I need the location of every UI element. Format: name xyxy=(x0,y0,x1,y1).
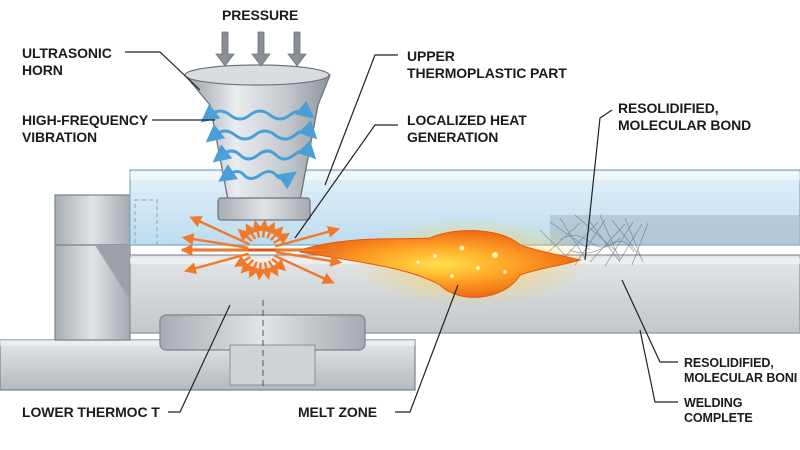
label-ultrasonic-horn: ULTRASONIC HORN xyxy=(22,45,112,78)
radial-arrow-icon xyxy=(267,260,279,277)
melt-zone xyxy=(299,217,590,307)
radial-arrow-icon xyxy=(183,252,249,275)
label-upper-thermoplastic-part: UPPER THERMOPLASTIC PART xyxy=(407,48,567,81)
lower-anvil xyxy=(159,300,366,390)
wavy-double-arrow-icon xyxy=(200,100,315,123)
label-high-frequency-vibration: HIGH-FREQUENCY VIBRATION xyxy=(22,112,149,145)
down-arrow-icon xyxy=(251,31,271,67)
radial-arrow-icon xyxy=(260,262,273,280)
radial-arrow-icon xyxy=(251,220,264,238)
leader-lines xyxy=(125,51,678,413)
radial-arrow-icon xyxy=(254,262,267,281)
radial-arrow-icon xyxy=(257,219,270,238)
radial-arrow-icon xyxy=(275,225,341,248)
radial-arrow-icon xyxy=(245,223,257,240)
wavy-double-arrow-icon xyxy=(212,140,317,163)
wavy-double-arrow-icon xyxy=(218,164,297,190)
label-melt-zone: MELT ZONE xyxy=(298,404,377,420)
down-arrow-icon xyxy=(215,31,235,67)
heat-arrows xyxy=(180,216,344,284)
radial-arrow-icon xyxy=(240,258,255,274)
radial-arrow-icon xyxy=(269,226,284,242)
radial-arrow-icon xyxy=(275,251,343,267)
label-resolidified-bond-top: RESOLIDIFIED, MOLECULAR BOND xyxy=(618,100,752,133)
radial-arrow-icon xyxy=(234,255,252,267)
wavy-double-arrow-icon xyxy=(205,120,318,143)
anvil-fixture xyxy=(54,194,131,341)
radial-arrow-icon xyxy=(272,233,290,245)
label-lower-part: LOWER THERMOC T xyxy=(22,404,160,420)
label-pressure: PRESSURE xyxy=(222,7,299,23)
pressure-arrows xyxy=(215,31,307,67)
vibration-arrows xyxy=(200,100,318,190)
label-localized-heat-generation: LOCALIZED HEAT GENERATION xyxy=(407,112,527,145)
radial-arrow-icon xyxy=(181,233,249,249)
label-welding-complete: WELDING COMPLETE xyxy=(684,396,753,425)
down-arrow-icon xyxy=(287,31,307,67)
label-resolidified-bond-bottom: RESOLIDIFIED, MOLECULAR BONI xyxy=(684,356,798,385)
